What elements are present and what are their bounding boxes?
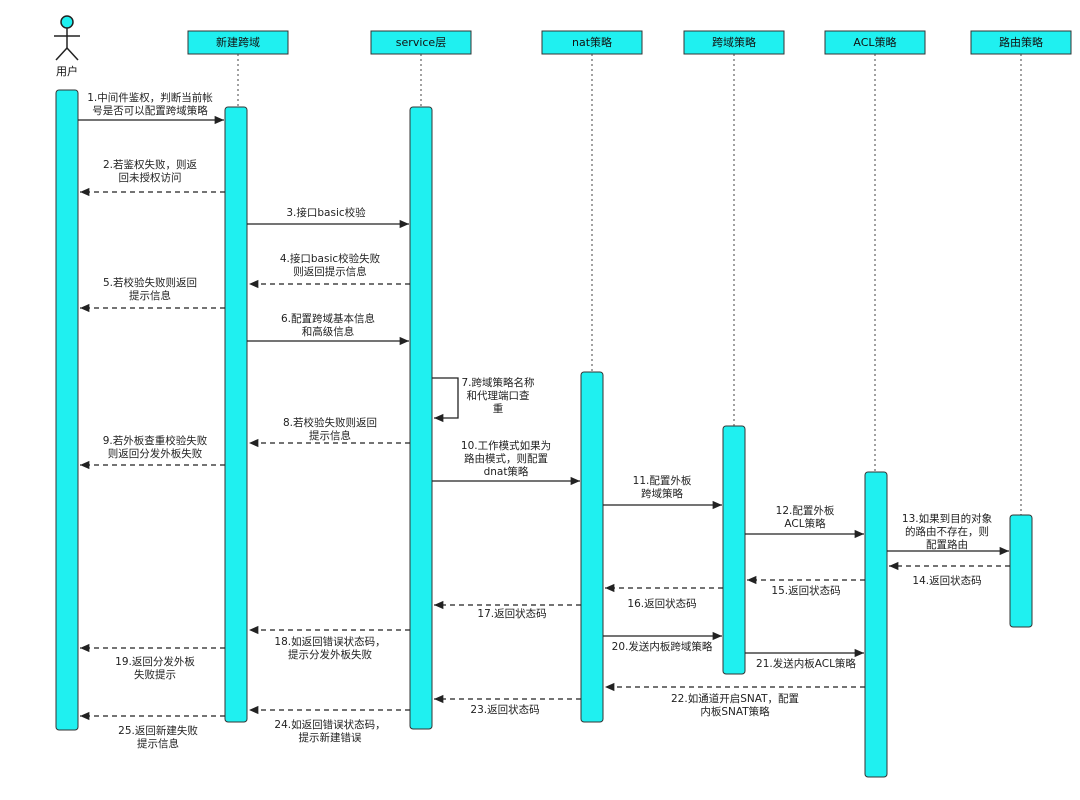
message-label: 回未授权访问 xyxy=(119,171,182,184)
message-6: 6.配置跨域基本信息 和高级信息 xyxy=(247,312,409,346)
participant-new: 新建跨域 xyxy=(187,30,289,55)
message-label: 提示分发外板失败 xyxy=(288,648,372,661)
activation-service xyxy=(409,106,433,730)
activation-new xyxy=(224,106,248,723)
self-message-arrow xyxy=(432,377,459,423)
message-label: 提示信息 xyxy=(309,429,351,442)
message-label: 17.返回状态码 xyxy=(477,607,546,620)
message-label: 则返回分发外板失败 xyxy=(108,447,203,460)
message-17: 17.返回状态码 xyxy=(434,600,581,620)
message-label: 5.若校验失败则返回 xyxy=(103,276,197,289)
message-label: 14.返回状态码 xyxy=(912,574,981,587)
message-21: 21.发送内板ACL策略 xyxy=(745,648,864,670)
actor-head-icon xyxy=(60,15,74,29)
message-label: 24.如返回错误状态码， xyxy=(274,718,385,731)
message-25: 25.返回新建失败 提示信息 xyxy=(80,711,225,750)
message-label: 3.接口basic校验 xyxy=(286,206,366,219)
participant-label: 跨域策略 xyxy=(712,35,756,49)
message-label: 路由模式，则配置 xyxy=(464,452,548,465)
message-label: 失败提示 xyxy=(134,668,176,681)
message-19: 19.返回分发外板 失败提示 xyxy=(80,643,225,681)
message-label: 号是否可以配置跨域策略 xyxy=(92,104,208,117)
message-10: 10.工作模式如果为 路由模式，则配置 dnat策略 xyxy=(432,439,580,486)
actor-user: 用户 xyxy=(54,15,80,78)
message-label: 23.返回状态码 xyxy=(470,703,539,716)
message-label: 提示新建错误 xyxy=(299,731,362,744)
message-20: 20.发送内板跨域策略 xyxy=(603,631,722,653)
activation-user xyxy=(55,89,79,731)
message-label: 21.发送内板ACL策略 xyxy=(756,657,856,670)
message-label: ACL策略 xyxy=(784,517,826,530)
message-label: 和代理端口查 xyxy=(467,389,530,402)
message-16: 16.返回状态码 xyxy=(605,583,723,610)
message-18: 18.如返回错误状态码， 提示分发外板失败 xyxy=(249,625,410,661)
activation-nat xyxy=(580,371,604,723)
message-8: 8.若校验失败则返回 提示信息 xyxy=(249,416,410,448)
message-label: dnat策略 xyxy=(484,465,529,478)
message-label: 25.返回新建失败 xyxy=(118,724,198,737)
message-label: 4.接口basic校验失败 xyxy=(280,252,381,265)
message-label: 2.若鉴权失败，则返 xyxy=(103,158,198,171)
message-22: 22.如通道开启SNAT，配置 内板SNAT策略 xyxy=(605,682,865,718)
activation-acl xyxy=(864,471,888,778)
message-label: 6.配置跨域基本信息 xyxy=(281,312,375,325)
message-label: 9.若外板查重校验失败 xyxy=(103,434,208,447)
message-label: 15.返回状态码 xyxy=(771,584,840,597)
participant-label: 路由策略 xyxy=(999,35,1043,49)
message-label: 20.发送内板跨域策略 xyxy=(612,640,713,653)
message-14: 14.返回状态码 xyxy=(889,561,1010,587)
participant-label: 新建跨域 xyxy=(216,35,260,49)
message-label: 10.工作模式如果为 xyxy=(461,439,551,452)
message-label: 13.如果到目的对象 xyxy=(902,512,992,525)
message-label: 8.若校验失败则返回 xyxy=(283,416,377,429)
message-label: 的路由不存在，则 xyxy=(905,525,989,538)
activation-route xyxy=(1009,514,1033,628)
participant-label: ACL策略 xyxy=(853,35,896,49)
participant-route: 路由策略 xyxy=(970,30,1072,55)
message-label: 16.返回状态码 xyxy=(627,597,696,610)
message-24: 24.如返回错误状态码， 提示新建错误 xyxy=(249,705,410,744)
message-11: 11.配置外板 跨域策略 xyxy=(603,474,722,510)
message-7: 7.跨域策略名称 和代理端口查 重 xyxy=(432,376,535,423)
actor-label: 用户 xyxy=(56,64,78,78)
message-label: 跨域策略 xyxy=(641,487,683,500)
message-label: 12.配置外板 xyxy=(776,504,835,517)
activation-cross xyxy=(722,425,746,675)
message-label: 提示信息 xyxy=(137,737,179,750)
message-15: 15.返回状态码 xyxy=(747,575,865,597)
participant-label: service层 xyxy=(396,36,446,49)
message-1: 1.中间件鉴权，判断当前帐 号是否可以配置跨域策略 xyxy=(78,91,224,125)
message-9: 9.若外板查重校验失败 则返回分发外板失败 xyxy=(80,434,225,470)
message-label: 11.配置外板 xyxy=(633,474,692,487)
message-13: 13.如果到目的对象 的路由不存在，则 配置路由 xyxy=(887,512,1009,556)
message-label: 19.返回分发外板 xyxy=(115,655,195,668)
message-label: 则返回提示信息 xyxy=(293,265,367,278)
message-12: 12.配置外板 ACL策略 xyxy=(745,504,864,539)
message-label: 提示信息 xyxy=(129,289,171,302)
participant-service: service层 xyxy=(370,30,472,55)
message-label: 和高级信息 xyxy=(302,325,355,338)
message-label: 7.跨域策略名称 xyxy=(461,376,535,389)
message-label: 22.如通道开启SNAT，配置 xyxy=(671,692,799,705)
message-label: 18.如返回错误状态码， xyxy=(274,635,385,648)
participant-nat: nat策略 xyxy=(541,30,643,55)
message-3: 3.接口basic校验 xyxy=(247,206,409,229)
participant-label: nat策略 xyxy=(572,35,612,49)
message-label: 1.中间件鉴权，判断当前帐 xyxy=(87,91,213,104)
participant-acl: ACL策略 xyxy=(824,30,926,55)
message-4: 4.接口basic校验失败 则返回提示信息 xyxy=(249,252,410,289)
message-label: 配置路由 xyxy=(926,538,968,551)
message-label: 重 xyxy=(493,402,504,415)
message-23: 23.返回状态码 xyxy=(434,694,581,716)
message-label: 内板SNAT策略 xyxy=(700,705,770,718)
message-5: 5.若校验失败则返回 提示信息 xyxy=(80,276,225,313)
participant-cross: 跨域策略 xyxy=(683,30,785,55)
message-2: 2.若鉴权失败，则返 回未授权访问 xyxy=(80,158,225,197)
